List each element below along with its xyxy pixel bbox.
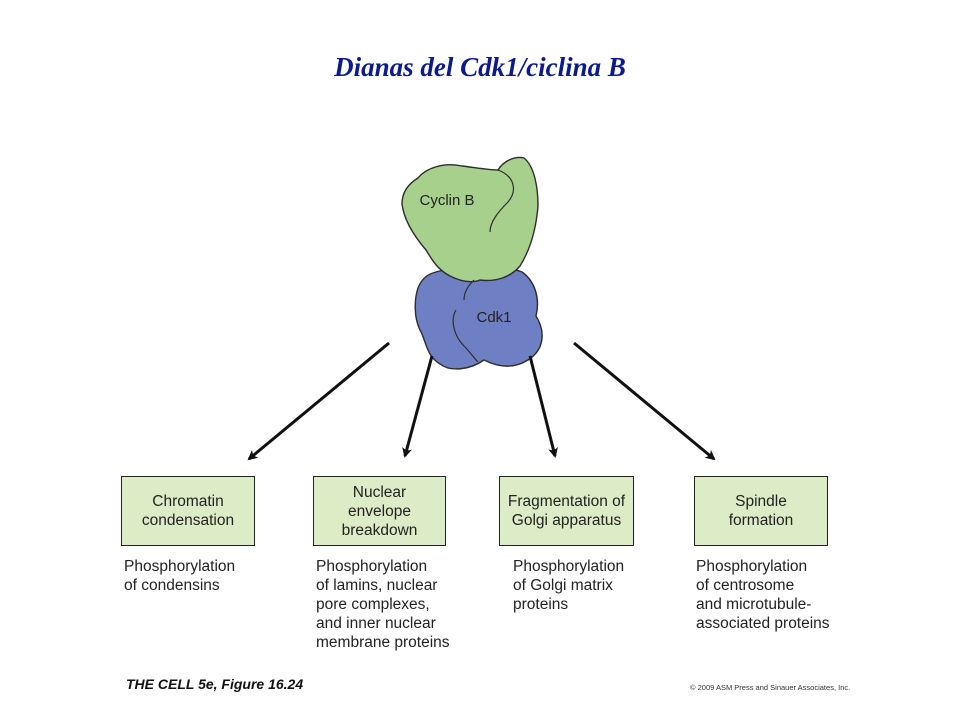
target-description-spindle: Phosphorylation of centrosome and microt… [696,558,830,632]
target-box-spindle-formation: Spindle formation [694,476,828,546]
copyright-notice: © 2009 ASM Press and Sinauer Associates,… [690,683,851,692]
target-box-chromatin-condensation: Chromatin condensation [121,476,255,546]
cyclin-b-contour [489,169,515,233]
arrow-chromatin [247,341,390,461]
slide-title: Dianas del Cdk1/ciclina B [334,52,626,82]
cyclin-b-shape [401,156,539,283]
target-description-chromatin: Phosphorylation of condensins [124,558,236,594]
cyclin-b-label: Cyclin B [419,192,474,209]
figure-credit: THE CELL 5e, Figure 16.24 [126,676,304,692]
target-description-nuclear-envelope: Phosphorylation of lamins, nuclear pore … [316,558,450,651]
arrow-nuclear-envelope [402,355,434,458]
target-box-nuclear-envelope-breakdown: Nuclear envelope breakdown [313,476,446,546]
target-box-golgi-fragmentation: Fragmentation of Golgi apparatus [499,476,634,546]
target-description-golgi: Phosphorylation of Golgi matrix proteins [513,558,625,613]
cdk1-contour [452,309,479,363]
arrow-spindle [573,341,716,461]
cdk1-label: Cdk1 [476,309,511,326]
cdk1-edge [463,279,475,301]
arrow-golgi [528,355,558,458]
